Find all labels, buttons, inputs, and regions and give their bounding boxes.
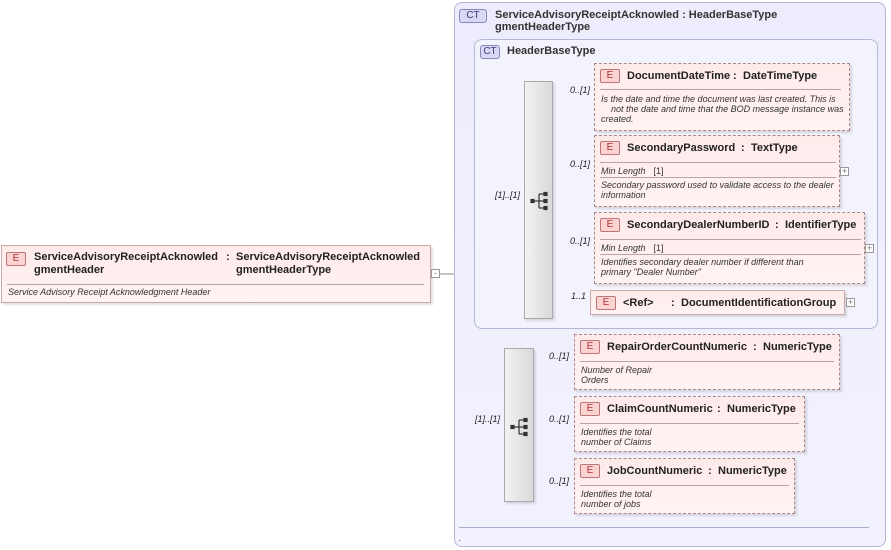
sequence-icon xyxy=(510,417,528,437)
expand-toggle[interactable]: + xyxy=(840,166,849,176)
element-cardinality: 0..[1] xyxy=(549,414,570,424)
root-element-type-line2: gmentHeaderType xyxy=(236,264,332,276)
root-element-name-line2: gmentHeader xyxy=(34,264,105,276)
facet-label: Min Length [1] xyxy=(601,166,664,176)
element-cardinality: 0..[1] xyxy=(549,351,570,361)
divider xyxy=(600,239,861,240)
type-separator: : xyxy=(753,341,757,353)
element-badge: E xyxy=(580,464,600,478)
element-cardinality: 0..[1] xyxy=(570,159,591,169)
root-element-type-line1: ServiceAdvisoryReceiptAcknowled xyxy=(236,251,421,263)
divider xyxy=(580,361,834,362)
element-claim-count-numeric[interactable]: E ClaimCountNumeric : NumericType Identi… xyxy=(574,396,805,452)
sequence-compositor[interactable] xyxy=(524,81,553,319)
element-documentation: Identifies the total number of jobs xyxy=(581,489,652,509)
element-badge: E xyxy=(6,252,26,266)
element-secondary-dealer-number-id[interactable]: E SecondaryDealerNumberID : IdentifierTy… xyxy=(594,212,865,284)
type-separator: : xyxy=(226,251,230,263)
element-repair-order-count-numeric[interactable]: E RepairOrderCountNumeric : NumericType … xyxy=(574,334,840,390)
element-type: TextType xyxy=(751,142,798,154)
divider xyxy=(580,485,789,486)
expand-toggle[interactable]: + xyxy=(846,297,855,307)
type-separator: : xyxy=(671,297,675,309)
element-ref-label: <Ref> xyxy=(623,297,654,309)
element-documentation: Secondary password used to validate acce… xyxy=(601,180,834,200)
element-job-count-numeric[interactable]: E JobCountNumeric : NumericType Identifi… xyxy=(574,458,795,514)
sequence-icon xyxy=(530,191,548,211)
facet-name: Min Length xyxy=(601,243,646,253)
element-name: JobCountNumeric xyxy=(607,465,703,477)
sequence-cardinality: [1]..[1] xyxy=(475,414,501,424)
element-name: DocumentDateTime xyxy=(627,70,731,82)
sequence-compositor[interactable] xyxy=(504,348,534,502)
complex-type-title-line2: gmentHeaderType xyxy=(495,21,591,33)
element-badge: E xyxy=(600,218,620,232)
element-documentation: Number of Repair Orders xyxy=(581,365,653,385)
element-secondary-password[interactable]: E SecondaryPassword : TextType Min Lengt… xyxy=(594,135,840,207)
element-document-date-time[interactable]: E DocumentDateTime : DateTimeType Is the… xyxy=(594,63,850,131)
complex-type-footer: . xyxy=(459,533,462,543)
element-cardinality: 0..[1] xyxy=(570,85,591,95)
expand-toggle[interactable]: + xyxy=(865,243,874,253)
sequence-cardinality: [1]..[1] xyxy=(495,190,521,200)
element-badge: E xyxy=(580,402,600,416)
element-badge: E xyxy=(600,69,620,83)
facet-label: Min Length [1] xyxy=(601,243,664,253)
element-documentation: Identifies the total number of Claims xyxy=(581,427,652,447)
element-cardinality: 0..[1] xyxy=(549,476,570,486)
divider xyxy=(600,254,861,255)
type-separator: : xyxy=(775,219,779,231)
element-badge: E xyxy=(596,296,616,310)
element-ref-document-identification-group[interactable]: E <Ref> : DocumentIdentificationGroup xyxy=(590,290,845,315)
element-type: IdentifierType xyxy=(785,219,857,231)
type-separator: : xyxy=(717,403,721,415)
element-type: NumericType xyxy=(718,465,787,477)
element-cardinality: 1..1 xyxy=(571,291,587,301)
divider xyxy=(600,162,836,163)
complex-type-badge: CT xyxy=(459,9,487,23)
type-separator: : xyxy=(733,70,737,82)
type-separator: : xyxy=(708,465,712,477)
facet-value: [1] xyxy=(653,243,664,253)
facet-name: Min Length xyxy=(601,166,646,176)
element-type: NumericType xyxy=(727,403,796,415)
element-name: RepairOrderCountNumeric xyxy=(607,341,747,353)
element-name: SecondaryPassword xyxy=(627,142,736,154)
complex-type-footer-divider xyxy=(459,527,869,528)
element-type: NumericType xyxy=(763,341,832,353)
element-type: DocumentIdentificationGroup xyxy=(681,297,837,309)
collapse-toggle[interactable]: - xyxy=(431,269,440,278)
element-documentation: Is the date and time the document was la… xyxy=(601,94,844,124)
root-element-box[interactable]: E ServiceAdvisoryReceiptAcknowled gmentH… xyxy=(1,245,431,303)
type-separator: : xyxy=(741,142,745,154)
element-badge: E xyxy=(600,141,620,155)
element-documentation: Identifies secondary dealer number if di… xyxy=(601,257,804,277)
root-element-documentation: Service Advisory Receipt Acknowledgment … xyxy=(8,287,211,297)
divider xyxy=(7,284,424,285)
divider xyxy=(600,177,836,178)
element-badge: E xyxy=(580,340,600,354)
element-name: ClaimCountNumeric xyxy=(607,403,713,415)
element-cardinality: 0..[1] xyxy=(570,236,591,246)
base-type-badge: CT xyxy=(480,45,500,59)
root-element-name-line1: ServiceAdvisoryReceiptAcknowled xyxy=(34,251,219,263)
complex-type-title-line1: ServiceAdvisoryReceiptAcknowled : Header… xyxy=(495,9,778,21)
element-type: DateTimeType xyxy=(743,70,818,82)
divider xyxy=(580,423,799,424)
element-name: SecondaryDealerNumberID xyxy=(627,219,770,231)
facet-value: [1] xyxy=(653,166,664,176)
base-type-title: HeaderBaseType xyxy=(507,45,596,57)
divider xyxy=(600,89,841,90)
